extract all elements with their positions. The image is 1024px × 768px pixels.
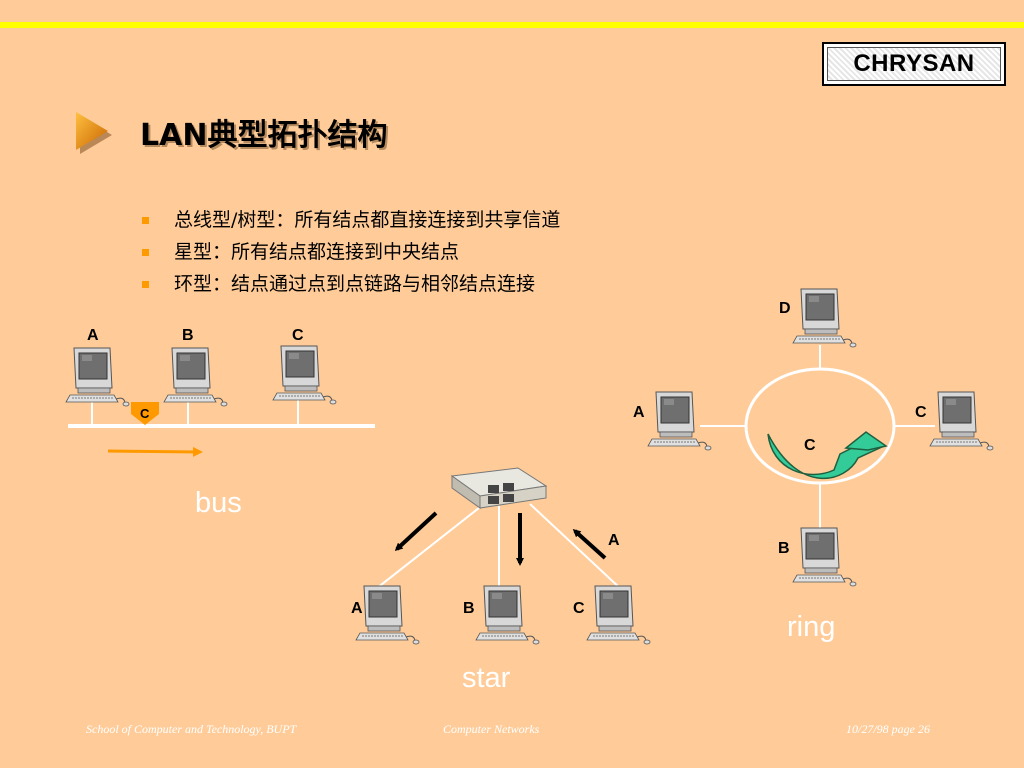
ring-node-c-label: C xyxy=(915,404,927,421)
star-topology: A A B C star xyxy=(351,467,651,694)
logo-text: CHRYSAN xyxy=(827,47,1001,81)
bullet-item-bus: 总线型/树型：所有结点都直接连接到共享信道 xyxy=(142,204,560,236)
ring-center-label: C xyxy=(804,437,816,454)
footer-date-page: 10/27/98 page 26 xyxy=(846,722,930,736)
computer-icon xyxy=(475,585,540,645)
bullet-square-icon xyxy=(142,281,149,288)
computer-icon xyxy=(647,391,712,451)
bus-node-b-label: B xyxy=(182,327,194,344)
star-node-b-label: B xyxy=(463,600,475,617)
computer-icon xyxy=(586,585,651,645)
computer-icon xyxy=(65,347,130,407)
chrysan-logo: CHRYSAN xyxy=(822,42,1006,86)
ring-node-d-label: D xyxy=(779,300,791,317)
ring-circle xyxy=(744,367,896,485)
computer-icon xyxy=(929,391,994,451)
bullet-square-icon xyxy=(142,249,149,256)
bus-node-c-label: C xyxy=(292,327,304,344)
ring-flow-arrow-head xyxy=(844,431,888,451)
footer-school: School of Computer and Technology, BUPT xyxy=(86,722,297,736)
bullet-item-star: 星型：所有结点都连接到中央结点 xyxy=(142,236,560,268)
bullet-square-icon xyxy=(142,217,149,224)
ring-node-a-label: A xyxy=(633,404,645,421)
bus-marker-arrow-icon xyxy=(131,402,159,425)
star-flow-arrow-icon xyxy=(394,511,438,552)
star-link-c xyxy=(529,503,623,591)
bus-marker-label: C xyxy=(140,406,150,421)
title-play-icon xyxy=(76,112,112,154)
bus-node-a-label: A xyxy=(87,327,99,344)
star-node-c-label: C xyxy=(573,600,585,617)
bus-topology: A B C C bus xyxy=(65,327,375,519)
star-link-a xyxy=(371,503,485,593)
computer-icon xyxy=(355,585,420,645)
star-flow-arrow-icon xyxy=(572,528,607,560)
star-label: star xyxy=(462,662,511,694)
ring-topology: D A C B C ring xyxy=(633,288,994,643)
computer-icon xyxy=(792,527,857,587)
star-node-a-label: A xyxy=(351,600,363,617)
star-arrow-label: A xyxy=(608,532,620,549)
slide-title: LAN典型拓扑结构 xyxy=(140,118,388,153)
ring-label: ring xyxy=(787,611,835,643)
footer-course: Computer Networks xyxy=(443,722,540,736)
bullet-list: 总线型/树型：所有结点都直接连接到共享信道 星型：所有结点都连接到中央结点 环型… xyxy=(142,204,560,300)
star-hub-icon xyxy=(450,467,548,509)
bus-direction-arrow-icon xyxy=(107,446,203,457)
computer-icon xyxy=(792,288,857,348)
bullet-item-ring: 环型：结点通过点到点链路与相邻结点连接 xyxy=(142,268,560,300)
ring-node-b-label: B xyxy=(778,540,790,557)
computer-icon xyxy=(272,345,337,405)
bus-label: bus xyxy=(195,487,242,519)
computer-icon xyxy=(163,347,228,407)
top-accent-bar xyxy=(0,22,1024,28)
